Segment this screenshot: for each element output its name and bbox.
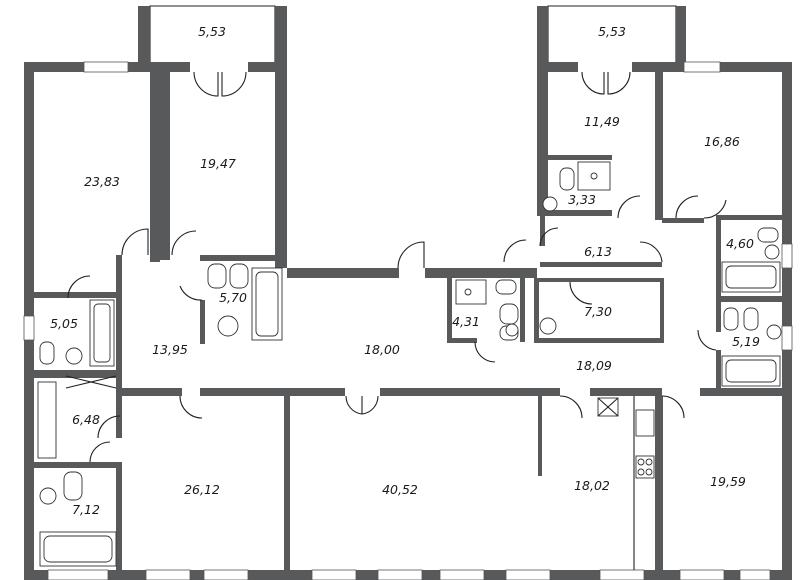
area-label: 18,02 [574, 478, 610, 493]
fixtures [37, 161, 782, 570]
area-label: 5,53 [198, 24, 226, 39]
area-label: 40,52 [382, 482, 418, 497]
area-label: 18,00 [364, 342, 400, 357]
doors [67, 71, 727, 463]
area-label: 7,30 [584, 304, 612, 319]
area-label: 4,60 [726, 236, 754, 251]
area-label: 5,53 [598, 24, 626, 39]
area-label: 5,70 [219, 290, 247, 305]
area-label: 5,19 [732, 334, 760, 349]
area-label: 23,83 [84, 174, 120, 189]
area-label: 11,49 [584, 114, 620, 129]
area-label: 13,95 [152, 342, 188, 357]
area-label: 4,31 [452, 314, 480, 329]
area-label: 7,12 [72, 502, 100, 517]
area-label: 6,48 [72, 412, 100, 427]
windows [23, 61, 793, 580]
area-label: 3,33 [568, 192, 596, 207]
area-label: 16,86 [704, 134, 740, 149]
area-label: 18,09 [576, 358, 612, 373]
area-labels: 5,53 5,53 23,83 19,47 11,49 16,86 3,33 6… [50, 24, 760, 517]
area-label: 19,59 [710, 474, 746, 489]
area-label: 6,13 [584, 244, 612, 259]
area-label: 26,12 [184, 482, 220, 497]
area-label: 5,05 [50, 316, 78, 331]
area-label: 19,47 [200, 156, 236, 171]
